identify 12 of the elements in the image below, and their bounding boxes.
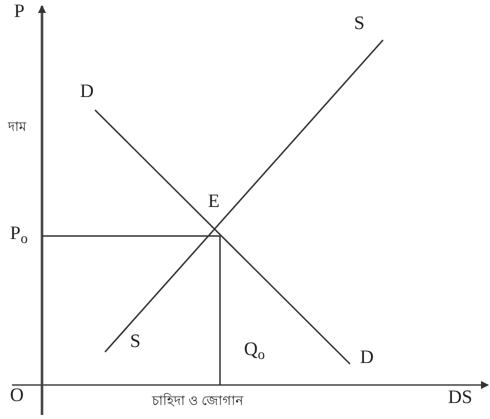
axis-label: দাম (8, 120, 26, 133)
curve-label: D (360, 348, 374, 367)
axis-label: DS (448, 388, 472, 407)
curve-label: D (80, 82, 94, 101)
point-label: P$_{o}$ (10, 224, 28, 243)
origin-label: O (10, 386, 24, 405)
point-label: Q$_{o}$ (244, 340, 265, 359)
curve-label: S (130, 332, 141, 351)
axis-label: P (14, 2, 25, 21)
point-label: E (208, 192, 220, 211)
curve-label: S (354, 14, 365, 33)
axis-label: চাহিদা ও জোগান (152, 394, 244, 407)
